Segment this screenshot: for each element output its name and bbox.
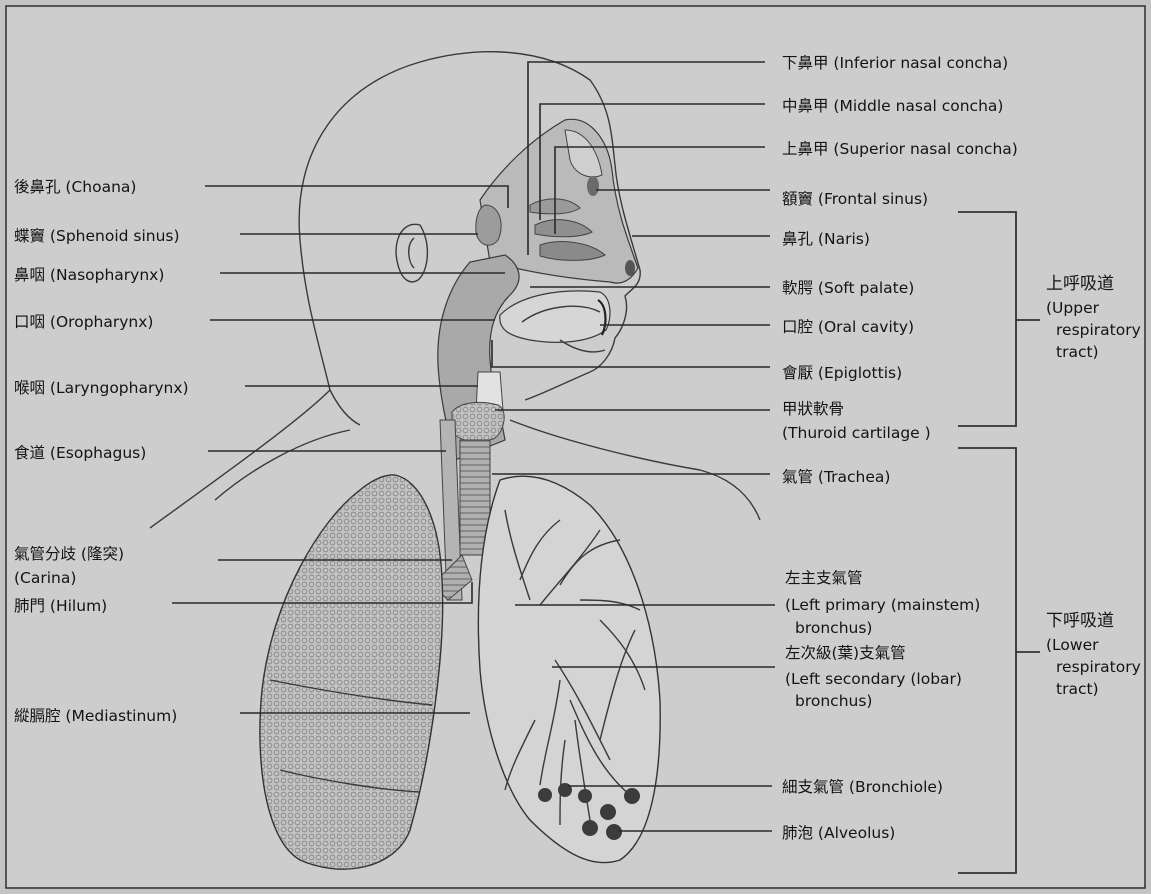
label-sphenoid-sinus: 蝶竇 (Sphenoid sinus): [14, 227, 180, 245]
lower-tract-line3: tract): [1056, 680, 1099, 698]
label-frontal-sinus: 額竇 (Frontal sinus): [782, 190, 928, 208]
label-esophagus: 食道 (Esophagus): [14, 444, 146, 462]
label-oral-cavity: 口腔 (Oral cavity): [782, 318, 914, 336]
upper-tract-line2: respiratory: [1056, 321, 1141, 339]
label-left-secondary-bronchus-en1: (Left secondary (lobar): [785, 670, 962, 688]
label-thyroid-cartilage-zh: 甲狀軟骨: [782, 400, 844, 418]
label-epiglottis: 會厭 (Epiglottis): [782, 364, 902, 382]
label-left-secondary-bronchus-zh: 左次級(葉)支氣管: [785, 644, 906, 662]
label-choana: 後鼻孔 (Choana): [14, 178, 136, 196]
label-nasopharynx: 鼻咽 (Nasopharynx): [14, 266, 164, 284]
label-left-secondary-bronchus-en2: bronchus): [795, 692, 872, 710]
upper-tract-line1: (Upper: [1046, 299, 1100, 317]
label-superior-nasal-concha: 上鼻甲 (Superior nasal concha): [782, 140, 1018, 158]
upper-tract-title: 上呼吸道: [1046, 274, 1114, 294]
label-left-primary-bronchus-zh: 左主支氣管: [785, 569, 863, 587]
label-naris: 鼻孔 (Naris): [782, 230, 870, 248]
label-bronchiole: 細支氣管 (Bronchiole): [782, 778, 943, 796]
label-hilum: 肺門 (Hilum): [14, 597, 107, 615]
label-trachea: 氣管 (Trachea): [782, 468, 890, 486]
lower-tract-line2: respiratory: [1056, 658, 1141, 676]
label-carina-en: (Carina): [14, 569, 76, 587]
label-thyroid-cartilage-en: (Thuroid cartilage ): [782, 424, 931, 442]
label-soft-palate: 軟腭 (Soft palate): [782, 279, 914, 297]
lower-tract-line1: (Lower: [1046, 636, 1099, 654]
label-middle-nasal-concha: 中鼻甲 (Middle nasal concha): [782, 97, 1003, 115]
label-inferior-nasal-concha: 下鼻甲 (Inferior nasal concha): [782, 54, 1008, 72]
label-alveolus: 肺泡 (Alveolus): [782, 824, 895, 842]
label-oropharynx: 口咽 (Oropharynx): [14, 313, 153, 331]
lower-tract-title: 下呼吸道: [1046, 611, 1114, 631]
label-mediastinum: 縱膈腔 (Mediastinum): [14, 707, 177, 725]
label-left-primary-bronchus-en1: (Left primary (mainstem): [785, 596, 980, 614]
label-laryngopharynx: 喉咽 (Laryngopharynx): [14, 379, 189, 397]
upper-tract-line3: tract): [1056, 343, 1099, 361]
label-carina-zh: 氣管分歧 (隆突): [14, 545, 124, 563]
label-left-primary-bronchus-en2: bronchus): [795, 619, 872, 637]
